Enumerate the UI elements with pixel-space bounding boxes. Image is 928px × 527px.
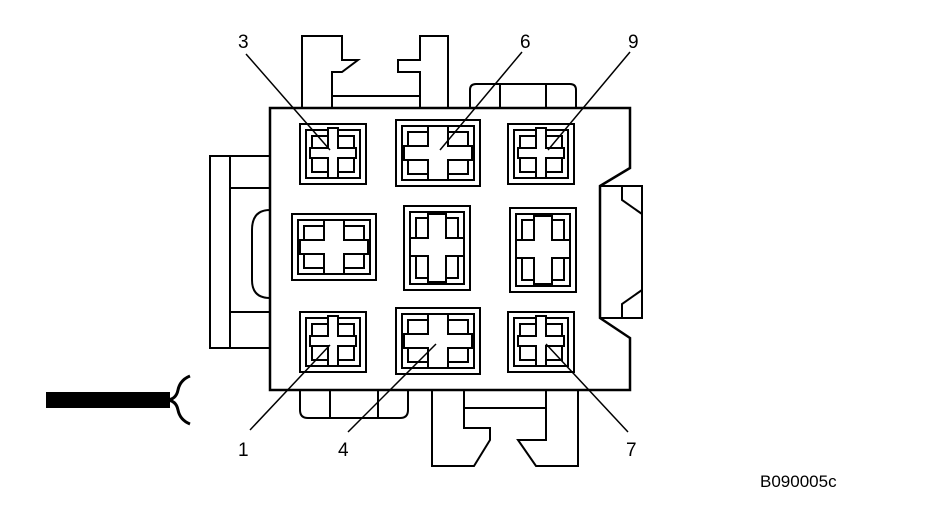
pin-label-3: 3 [238,32,249,53]
wire-harness-symbol [46,374,191,426]
leader-line-3 [245,53,331,151]
right-side-latch [587,185,643,319]
bottom-latch-right [431,389,579,467]
pin-cavity-3 [299,123,367,185]
pin-cavity-1 [299,311,367,373]
pin-label-7: 7 [626,440,637,461]
leader-line-9 [547,51,631,151]
leader-line-4 [347,343,437,433]
pin-cavity-2 [291,213,377,281]
leader-line-7 [545,343,629,433]
pin-cavity-8 [509,207,577,293]
leader-line-1 [249,344,331,431]
pin-label-1: 1 [238,440,249,461]
pin-cavity-6 [395,119,481,187]
bottom-latch-left [299,390,409,419]
figure-code: B090005c [760,472,837,491]
pin-cavity-9 [507,123,575,185]
pin-label-4: 4 [338,440,349,461]
pin-cavity-4 [395,307,481,375]
leader-line-6 [439,51,523,151]
top-latch-left [301,35,449,109]
pin-label-9: 9 [628,32,639,53]
left-side-clip [209,155,271,349]
leader-lines [245,51,631,433]
pin-label-6: 6 [520,32,531,53]
pin-cavity-7 [507,311,575,373]
pin-cavity-5 [403,205,471,291]
top-latch-right [469,83,577,108]
